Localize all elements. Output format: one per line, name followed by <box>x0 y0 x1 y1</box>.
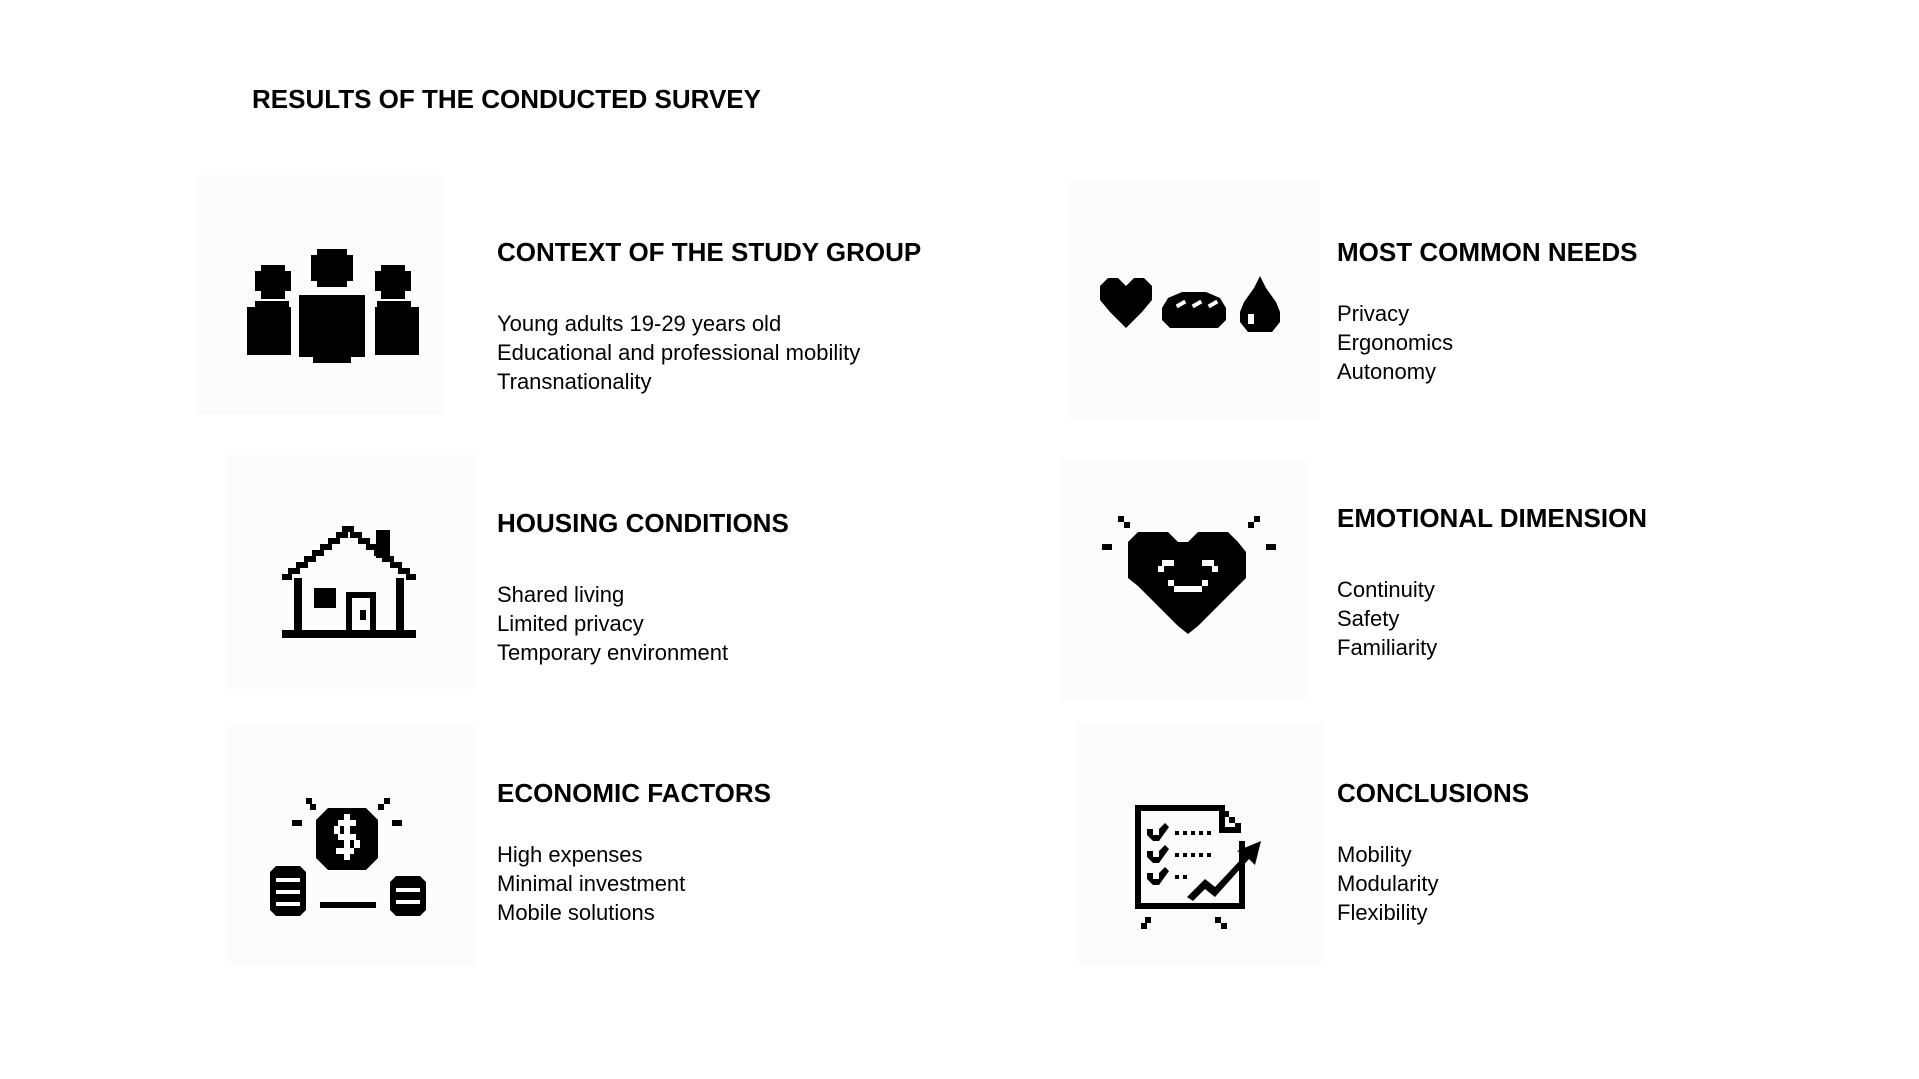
list-item: Autonomy <box>1337 359 1437 384</box>
section-heading: EMOTIONAL DIMENSION <box>1337 503 1648 533</box>
list-item: Continuity <box>1337 577 1435 602</box>
section-items: Young adults 19-29 years old Educational… <box>497 309 860 396</box>
icon-box <box>225 725 475 965</box>
icon-box <box>195 175 445 415</box>
list-item: Privacy <box>1337 301 1410 326</box>
icon-box <box>1075 725 1325 965</box>
icon-box <box>225 450 475 690</box>
list-item: Transnationality <box>497 369 652 394</box>
list-item: Minimal investment <box>497 871 686 896</box>
list-item: Temporary environment <box>497 640 729 665</box>
list-item: Safety <box>1337 606 1400 631</box>
section-heading: ECONOMIC FACTORS <box>497 778 771 808</box>
section-heading: CONCLUSIONS <box>1337 778 1530 808</box>
section-items: Shared living Limited privacy Temporary … <box>497 580 728 667</box>
list-item: Shared living <box>497 582 625 607</box>
needs-icon <box>1100 276 1280 332</box>
section-items: High expenses Minimal investment Mobile … <box>497 840 685 927</box>
smiling-heart-icon <box>1102 516 1276 634</box>
section-items: Privacy Ergonomics Autonomy <box>1337 299 1453 386</box>
list-item: Educational and professional mobility <box>497 340 861 365</box>
list-item: Young adults 19-29 years old <box>497 311 782 336</box>
list-item: Flexibility <box>1337 900 1428 925</box>
list-item: Limited privacy <box>497 611 644 636</box>
section-heading: CONTEXT OF THE STUDY GROUP <box>497 237 922 267</box>
list-item: Modularity <box>1337 871 1439 896</box>
page-title: RESULTS OF THE CONDUCTED SURVEY <box>252 84 761 114</box>
section-items: Mobility Modularity Flexibility <box>1337 840 1438 927</box>
section-heading: MOST COMMON NEEDS <box>1337 237 1638 267</box>
list-item: Familiarity <box>1337 635 1438 660</box>
list-item: Mobile solutions <box>497 900 655 925</box>
checklist-chart-icon <box>1135 805 1261 929</box>
people-group-icon <box>247 249 419 363</box>
icon-box <box>1060 460 1310 700</box>
list-item: Ergonomics <box>1337 330 1454 355</box>
section-heading: HOUSING CONDITIONS <box>497 508 789 538</box>
icon-box <box>1070 180 1320 420</box>
section-items: Continuity Safety Familiarity <box>1337 575 1437 662</box>
list-item: Mobility <box>1337 842 1412 867</box>
list-item: High expenses <box>497 842 643 867</box>
house-icon <box>282 526 416 638</box>
money-coins-icon <box>270 798 426 916</box>
